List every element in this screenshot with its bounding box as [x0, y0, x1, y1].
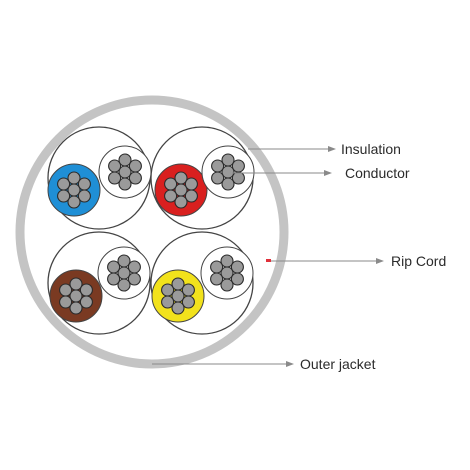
leader-lines	[152, 146, 384, 367]
white-conductor-strand	[118, 177, 132, 191]
rip-cord-arrowhead	[376, 258, 384, 264]
white-conductor-strand	[210, 260, 224, 274]
white-conductor-strand	[211, 159, 225, 173]
yellow-conductor-strand	[181, 283, 195, 297]
yellow-conductor-strand	[171, 301, 185, 315]
white-conductor-strand	[220, 254, 234, 268]
yellow-conductor-strand	[161, 295, 175, 309]
red-conductor-strand	[164, 177, 178, 191]
brown-conductor-strand	[59, 295, 73, 309]
white-conductor-strand	[221, 153, 235, 167]
white-conductor-strand	[127, 260, 141, 274]
outer-jacket-arrowhead	[286, 361, 294, 367]
brown-conductor-strand	[69, 277, 83, 291]
white-conductor-strand	[117, 254, 131, 268]
outer-jacket-ring	[15, 95, 289, 369]
blue-conductor-strand	[67, 171, 81, 185]
brown-conductor-strand	[79, 283, 93, 297]
insulation-arrowhead	[328, 146, 336, 152]
twisted-pairs	[47, 126, 255, 335]
white-conductor-strand	[108, 171, 122, 185]
conductor-arrowhead	[324, 170, 332, 176]
white-conductor-strand	[230, 260, 244, 274]
blue-conductor-strand	[77, 177, 91, 191]
twisted-pair-blue	[47, 126, 152, 230]
white-conductor-strand	[118, 153, 132, 167]
white-conductor-strand	[117, 278, 131, 292]
brown-conductor-strand	[69, 301, 83, 315]
twisted-pair-red	[150, 126, 255, 230]
red-conductor-strand	[174, 171, 188, 185]
white-conductor-strand	[108, 159, 122, 173]
red-conductor-strand	[164, 189, 178, 203]
yellow-conductor-strand	[161, 283, 175, 297]
white-conductor-strand	[107, 260, 121, 274]
insulation-label: Insulation	[341, 141, 401, 157]
outer-jacket-label: Outer jacket	[300, 356, 376, 372]
twisted-pair-yellow	[150, 231, 254, 335]
white-conductor-strand	[220, 278, 234, 292]
white-conductor-strand	[221, 177, 235, 191]
white-conductor-strand	[128, 159, 142, 173]
rip-cord-marker	[266, 259, 271, 262]
white-conductor-strand	[231, 159, 245, 173]
blue-conductor-strand	[57, 177, 71, 191]
rip-cord-label: Rip Cord	[391, 253, 446, 269]
conductor-label: Conductor	[345, 165, 410, 181]
white-conductor-strand	[107, 272, 121, 286]
blue-conductor-strand	[57, 189, 71, 203]
white-conductor-strand	[210, 272, 224, 286]
yellow-conductor-strand	[171, 277, 185, 291]
red-conductor-strand	[184, 177, 198, 191]
white-conductor-strand	[211, 171, 225, 185]
blue-conductor-strand	[67, 195, 81, 209]
brown-conductor-strand	[59, 283, 73, 297]
twisted-pair-brown	[47, 231, 151, 335]
red-conductor-strand	[174, 195, 188, 209]
